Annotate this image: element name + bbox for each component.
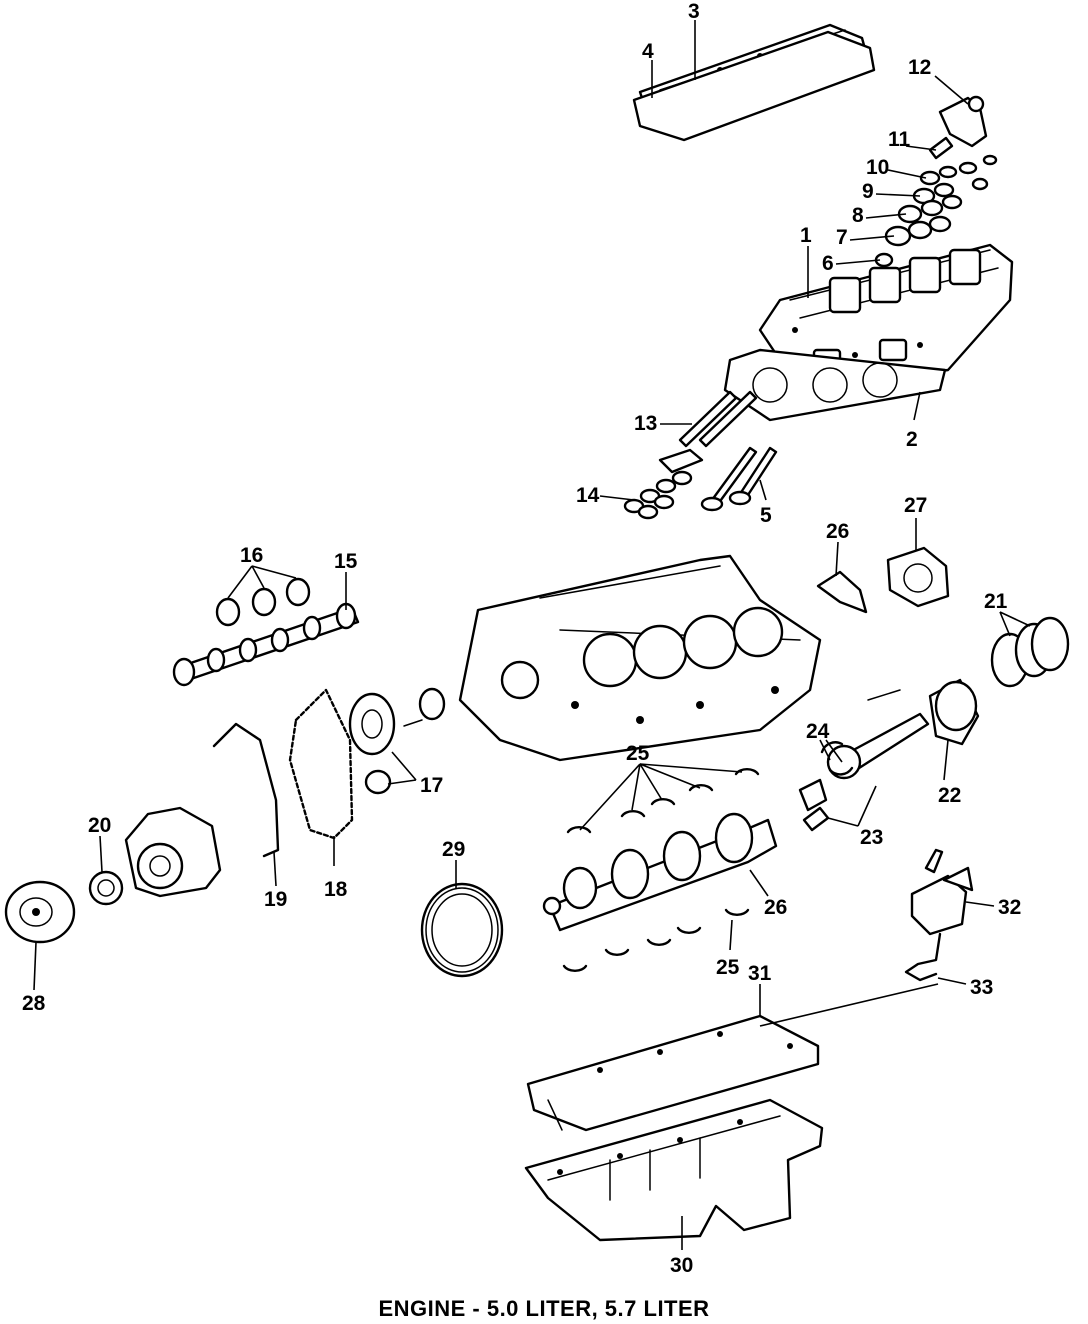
diagram-caption: ENGINE - 5.0 LITER, 5.7 LITER	[378, 1296, 710, 1321]
callout-18: 18	[324, 878, 348, 901]
callout-labels: 3 4 12 11 10 9 8 7 6 1 2 13 14 5 16 15 1…	[22, 0, 1021, 1277]
callout-13: 13	[634, 412, 657, 435]
valve-spring-parts	[874, 154, 998, 268]
rear-main-seal	[420, 882, 504, 978]
callout-29: 28	[22, 992, 46, 1015]
callout-25-upper: 25	[626, 742, 650, 765]
callout-24: 24	[806, 720, 830, 743]
timing-cover-gasket	[212, 722, 280, 858]
oil-pump	[910, 848, 974, 936]
engine-block	[458, 554, 822, 762]
callout-5: 5	[760, 504, 772, 527]
valve-cover-gasket	[632, 30, 876, 142]
harmonic-balancer	[4, 880, 76, 944]
valves	[700, 446, 778, 512]
lifters	[623, 470, 693, 520]
callout-17: 17	[420, 774, 443, 797]
callout-26: 26	[764, 896, 787, 919]
timing-chain	[288, 688, 354, 840]
callout-10: 10	[866, 156, 889, 179]
rear-seal-retainer	[816, 546, 950, 614]
callout-20: 20	[88, 814, 111, 837]
piston-rings	[990, 616, 1070, 688]
lifter-retainer	[658, 448, 704, 474]
callout-22: 22	[938, 784, 961, 807]
callout-4: 4	[642, 40, 654, 63]
callout-12: 12	[908, 56, 931, 79]
callout-30: 29	[442, 838, 465, 861]
timing-cover	[124, 806, 222, 898]
callout-3: 3	[688, 0, 700, 23]
crank-seal	[88, 870, 124, 906]
callout-25-lower: 25	[716, 956, 740, 979]
head-gasket	[723, 348, 947, 422]
oil-pickup	[904, 932, 942, 982]
callout-27: 26	[826, 520, 849, 543]
rocker-arm	[938, 95, 988, 148]
cam-sprocket	[348, 687, 446, 795]
callout-6: 6	[822, 252, 834, 275]
callout-7: 7	[836, 226, 848, 249]
callout-2: 2	[906, 428, 918, 451]
piston	[867, 678, 980, 746]
leader-lines	[33, 20, 1031, 1250]
main-bearings-lower	[562, 908, 750, 972]
callout-23: 23	[860, 826, 883, 849]
cylinder-head	[758, 243, 1014, 392]
callout-11: 11	[888, 128, 911, 151]
callout-1: 1	[800, 224, 812, 247]
callout-15: 15	[334, 550, 358, 573]
pushrods	[678, 390, 758, 448]
callout-31: 30	[670, 1254, 693, 1277]
rocker-nut	[928, 136, 954, 160]
callout-34: 33	[970, 976, 993, 999]
callout-32: 31	[748, 962, 772, 985]
callout-19: 19	[264, 888, 287, 911]
callout-8: 8	[852, 204, 864, 227]
callout-28: 27	[904, 494, 927, 517]
callout-9: 9	[862, 180, 874, 203]
crankshaft	[542, 812, 778, 932]
camshaft	[172, 602, 360, 687]
callout-14: 14	[576, 484, 600, 507]
cam-bearings	[215, 577, 311, 627]
callout-21: 21	[984, 590, 1008, 613]
callout-33: 32	[998, 896, 1021, 919]
oil-pan	[524, 1098, 824, 1242]
rod-bearings	[798, 741, 854, 812]
callout-16: 16	[240, 544, 263, 567]
